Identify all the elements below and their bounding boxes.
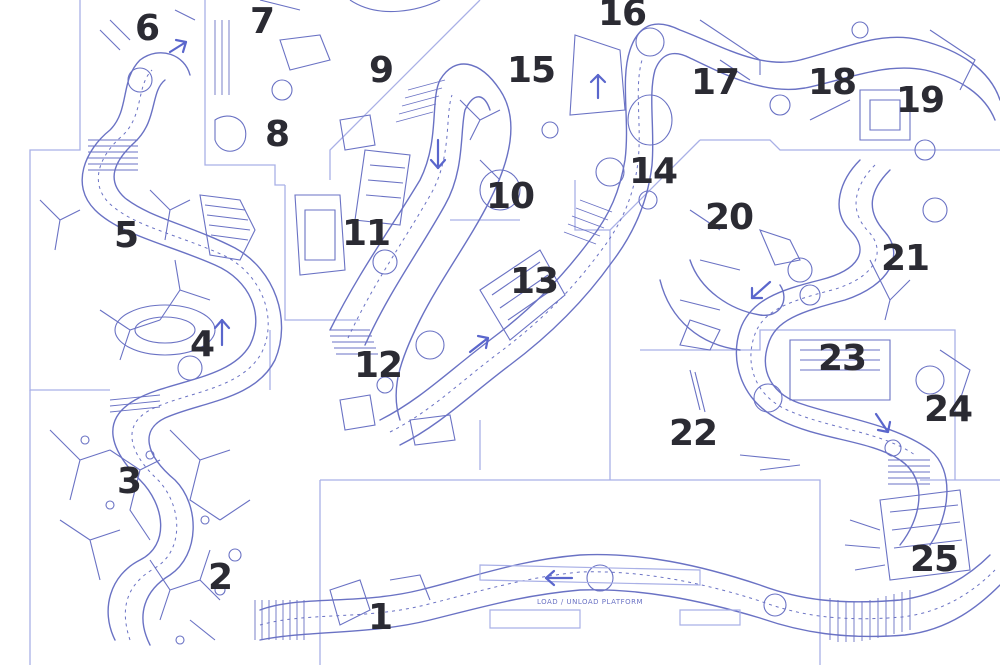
arrow-24 xyxy=(874,412,892,434)
room-walls xyxy=(29,0,1000,665)
arrow-20 xyxy=(750,280,772,300)
tree-cluster-5 xyxy=(39,189,256,261)
ramp-25 xyxy=(829,590,911,642)
scene-label-21: 21 xyxy=(880,238,930,279)
direction-arrows xyxy=(168,38,892,587)
props-24 xyxy=(884,349,971,457)
scene-label-5: 5 xyxy=(113,215,139,256)
scene-label-2: 2 xyxy=(207,557,233,598)
scene-label-10: 10 xyxy=(485,176,535,217)
ramp-12 xyxy=(330,329,378,355)
props-1 xyxy=(329,564,787,626)
props-20-21 xyxy=(679,139,948,321)
ride-track xyxy=(81,23,1000,646)
scene-label-25: 25 xyxy=(909,539,959,580)
scene-label-17: 17 xyxy=(690,62,740,103)
arrow-platform xyxy=(544,569,574,587)
props-15-16 xyxy=(541,27,665,139)
props-11 xyxy=(294,149,411,276)
ramp-13 xyxy=(563,199,613,245)
scene-label-14: 14 xyxy=(628,151,678,192)
scene-label-6: 6 xyxy=(134,8,160,49)
scene-label-19: 19 xyxy=(895,80,945,121)
ramp-24 xyxy=(888,459,930,485)
scene-label-16: 16 xyxy=(597,0,647,34)
scene-label-12: 12 xyxy=(353,345,403,386)
tree-cluster-4 xyxy=(99,259,216,381)
props-12 xyxy=(339,330,456,446)
props-25 xyxy=(844,489,971,581)
props-10 xyxy=(459,99,521,211)
platform-outline xyxy=(479,564,741,629)
scene-label-15: 15 xyxy=(506,50,556,91)
tree-cluster-2 xyxy=(149,548,242,645)
props-14 xyxy=(595,94,673,210)
tree-cluster-3 xyxy=(49,429,251,581)
props-22-23 xyxy=(679,319,891,471)
scene-label-8: 8 xyxy=(264,114,290,155)
scene-label-3: 3 xyxy=(116,461,142,502)
scene-label-22: 22 xyxy=(668,413,718,454)
arrow-6 xyxy=(168,38,188,54)
ramp-7 xyxy=(214,20,230,95)
scene-label-13: 13 xyxy=(509,261,559,302)
scene-label-1: 1 xyxy=(367,597,393,638)
arrow-4 xyxy=(213,318,231,347)
scene-label-23: 23 xyxy=(817,338,867,379)
props-6 xyxy=(99,9,196,93)
scene-label-4: 4 xyxy=(189,324,215,365)
scene-label-24: 24 xyxy=(923,389,973,430)
scene-label-9: 9 xyxy=(368,50,394,91)
ramp-3 xyxy=(109,394,161,413)
arrow-12 xyxy=(468,334,490,354)
arrow-15 xyxy=(589,73,607,100)
ramp-9 xyxy=(395,79,446,123)
scene-label-18: 18 xyxy=(807,62,857,103)
props-17-19 xyxy=(699,19,976,141)
props-13 xyxy=(479,249,566,341)
props-7 xyxy=(259,0,331,71)
props-9 xyxy=(339,0,441,151)
ramp-1 xyxy=(254,600,305,640)
ramp-left-1 xyxy=(88,139,138,171)
scene-label-20: 20 xyxy=(704,197,754,238)
scenery xyxy=(39,0,976,645)
arrow-9 xyxy=(429,138,447,170)
load-unload-platform-label: LOAD / UNLOAD PLATFORM xyxy=(536,598,644,606)
props-8 xyxy=(214,79,293,152)
scene-label-11: 11 xyxy=(341,213,391,254)
scene-label-7: 7 xyxy=(249,1,275,42)
ramp-hatches xyxy=(88,20,930,642)
